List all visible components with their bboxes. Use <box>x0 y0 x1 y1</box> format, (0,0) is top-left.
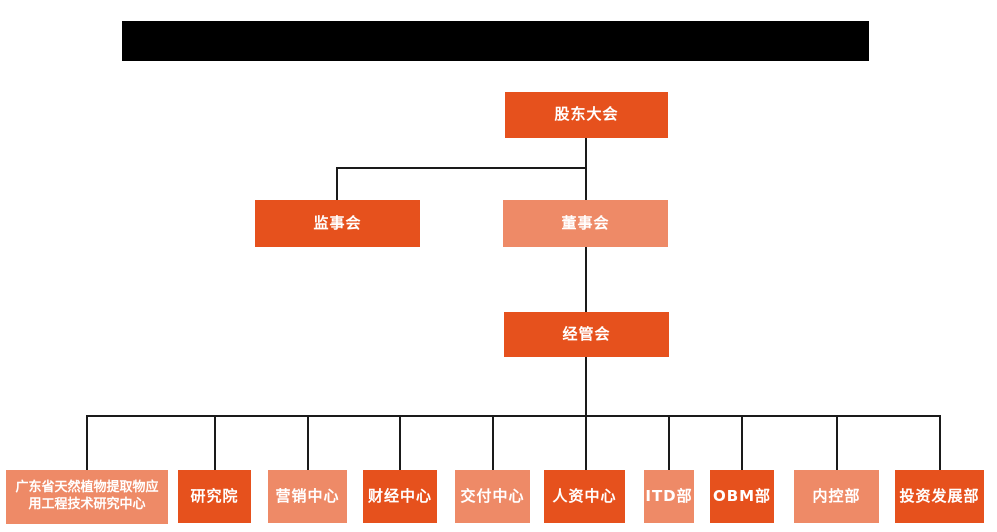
org-node-shareholders-meeting: 股东大会 <box>505 92 668 138</box>
connector-line <box>939 415 941 470</box>
connector-line <box>668 415 670 470</box>
org-node-delivery-center: 交付中心 <box>455 470 530 523</box>
org-node-marketing-center: 营销中心 <box>268 470 347 523</box>
connector-line <box>585 357 587 417</box>
connector-line <box>307 415 309 470</box>
redacted-title-bar <box>122 21 869 61</box>
org-node-research-institute: 研究院 <box>178 470 251 523</box>
connector-line <box>585 138 587 202</box>
connector-line <box>492 415 494 470</box>
org-node-board-of-directors: 董事会 <box>503 200 668 247</box>
org-node-finance-center: 财经中心 <box>363 470 437 523</box>
org-node-internal-control-department: 内控部 <box>794 470 879 523</box>
org-node-investment-development-department: 投资发展部 <box>895 470 984 523</box>
connector-line <box>585 247 587 313</box>
connector-line <box>86 415 88 470</box>
org-node-hr-center: 人资中心 <box>544 470 625 523</box>
org-node-obm-department: OBM部 <box>710 470 774 523</box>
connector-line <box>741 415 743 470</box>
connector-line <box>336 167 338 202</box>
connector-line <box>336 167 587 169</box>
org-node-management-committee: 经管会 <box>504 312 669 357</box>
connector-line <box>214 415 216 470</box>
org-node-supervisory-board: 监事会 <box>255 200 420 247</box>
connector-line <box>399 415 401 470</box>
connector-line <box>836 415 838 470</box>
connector-line <box>87 415 941 417</box>
org-node-itd-department: ITD部 <box>644 470 694 523</box>
org-node-gd-plant-extract-research-center: 广东省天然植物提取物应用工程技术研究中心 <box>6 470 168 524</box>
connector-line <box>585 415 587 470</box>
